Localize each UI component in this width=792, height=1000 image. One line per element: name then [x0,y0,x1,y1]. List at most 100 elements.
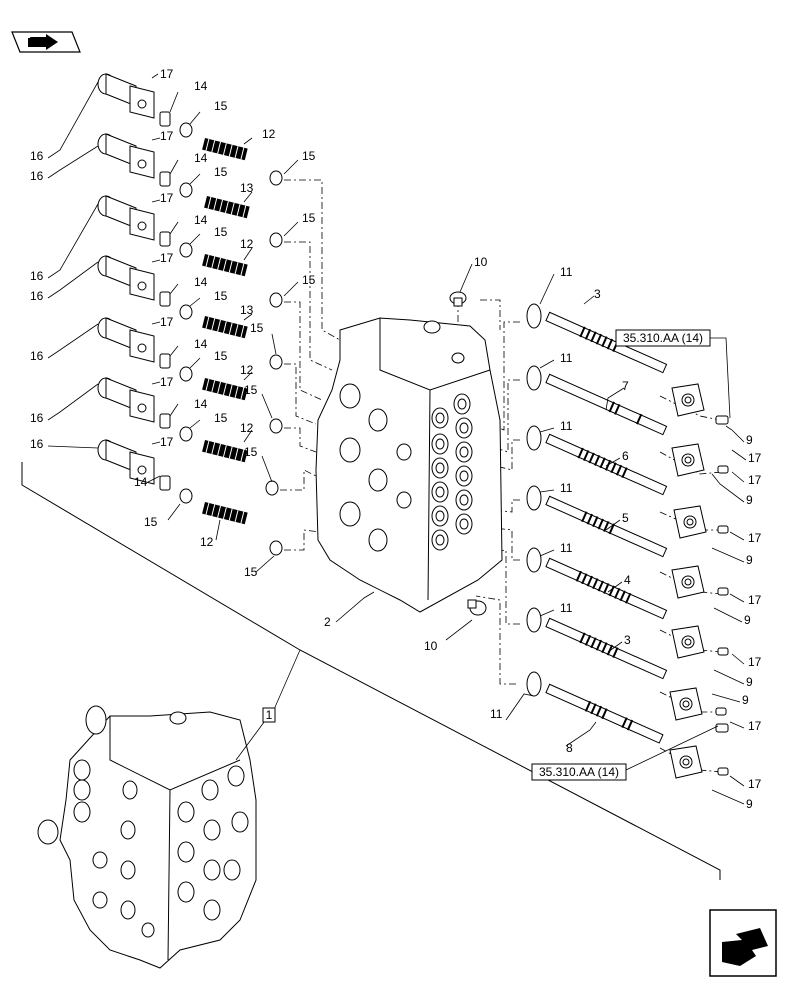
callout-label: 11 [560,541,573,555]
callout-label: 9 [746,433,753,447]
callout-label: 2 [324,615,331,629]
reference-box-bottom[interactable]: 35.310.AA (14) [531,763,627,781]
callout-label: 11 [560,481,573,495]
cap-screws [715,415,729,776]
callout-label: 16 [30,411,44,425]
callout-label: 17 [160,375,174,389]
callout-label: 5 [622,511,629,525]
callout-label: 16 [30,149,44,163]
plug-bottom [467,599,487,616]
assembly-callout-label: 1 [266,708,273,722]
callout-label: 15 [214,165,228,179]
callout-label: 17 [160,315,174,329]
callout-label: 4 [624,573,631,587]
callout-label: 17 [160,251,174,265]
pilot-cap [97,195,155,241]
callout-label: 12 [240,363,254,377]
callout-label: 14 [194,397,208,411]
pilot-caps [97,73,155,485]
callout-label: 17 [160,191,174,205]
callout-label: 11 [490,707,503,721]
valve-body [315,317,503,613]
callout-label: 16 [30,269,44,283]
washers [265,170,283,556]
callout-label: 11 [560,601,573,615]
callout-label: 17 [748,531,762,545]
callout-label: 14 [134,475,148,489]
callout-label: 11 [560,351,573,365]
callout-label: 17 [160,129,174,143]
callout-label: 14 [194,79,208,93]
pilot-plugs [159,111,193,504]
spool-bores [431,393,473,551]
callout-label: 10 [474,255,488,269]
callout-label: 11 [560,265,573,279]
callout-label: 17 [160,67,174,81]
spool-caps [669,383,707,779]
callout-label: 15 [302,211,316,225]
callout-label: 14 [194,337,208,351]
callout-label: 16 [30,349,44,363]
callout-label: 17 [748,655,762,669]
part-labels: 17 14 15 16 12 15 17 14 15 16 13 15 17 1… [30,67,762,811]
assembled-valve-illustration [37,705,257,969]
pilot-cap [97,255,155,301]
pilot-cap [97,377,155,423]
callout-label: 9 [746,675,753,689]
reference-link-bottom[interactable]: 35.310.AA (14) [539,765,619,779]
callout-label: 17 [748,777,762,791]
callout-label: 15 [302,149,316,163]
callout-label: 15 [214,411,228,425]
callout-label: 15 [214,99,228,113]
side-ports [339,383,412,552]
callout-label: 6 [622,449,629,463]
callout-label: 3 [594,287,601,301]
callout-label: 9 [746,797,753,811]
pilot-cap [97,439,155,485]
callout-label: 14 [194,151,208,165]
o-rings [526,303,542,697]
spools [545,311,668,744]
callout-label: 17 [748,473,762,487]
callout-label: 3 [624,633,631,647]
callout-label: 11 [560,419,573,433]
assembly-fittings [73,759,249,938]
callout-label: 9 [744,613,751,627]
alignment-lines [280,179,723,773]
callout-label: 12 [240,237,254,251]
callout-label: 9 [746,553,753,567]
callout-label: 13 [240,303,254,317]
leader-lines [47,73,747,805]
callout-label: 17 [748,593,762,607]
callout-label: 12 [200,535,214,549]
callout-label: 7 [622,379,629,393]
callout-label: 10 [424,639,438,653]
callout-label: 14 [194,275,208,289]
callout-label: 15 [244,383,258,397]
pilot-cap [97,133,155,179]
pilot-cap [97,317,155,363]
callout-label: 17 [748,451,762,465]
plug-top [449,291,467,307]
callout-label: 16 [30,289,44,303]
assembly-callout-box: 1 [262,707,276,723]
reference-link-top[interactable]: 35.310.AA (14) [623,331,703,345]
callout-label: 16 [30,169,44,183]
springs [202,138,250,525]
callout-label: 8 [566,741,573,755]
callout-label: 15 [250,321,264,335]
callout-label: 17 [160,435,174,449]
callout-label: 16 [30,437,44,451]
book-arrow-icon[interactable] [11,31,81,53]
callout-label: 14 [194,213,208,227]
reference-box-top[interactable]: 35.310.AA (14) [615,329,711,347]
callout-label: 17 [748,719,762,733]
callout-label: 15 [144,515,158,529]
pilot-cap [97,73,155,119]
next-page-arrow-icon[interactable] [709,909,777,977]
callout-label: 12 [240,421,254,435]
callout-label: 15 [214,289,228,303]
callout-label: 9 [742,693,749,707]
callout-label: 15 [302,273,316,287]
